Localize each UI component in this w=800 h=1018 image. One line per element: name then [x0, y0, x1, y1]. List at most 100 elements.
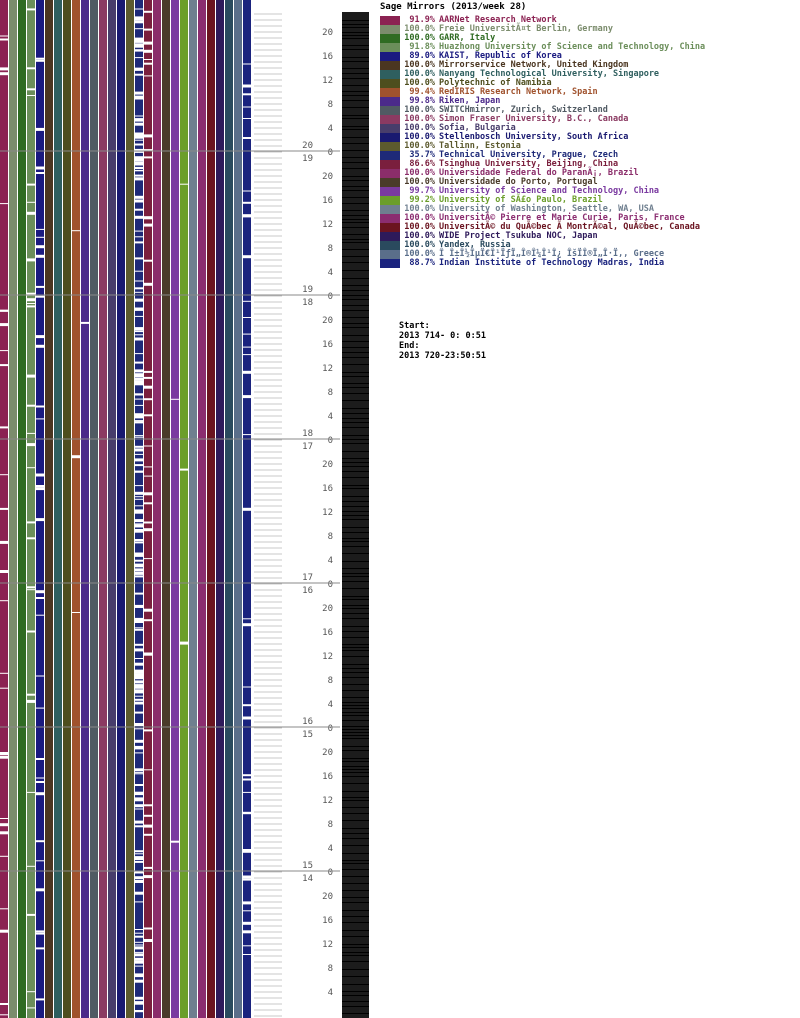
availability-summary-tick — [342, 49, 369, 50]
hour-tick-label: 0 — [328, 724, 333, 734]
availability-summary-tick — [342, 644, 369, 645]
outage-cell — [135, 436, 143, 438]
availability-summary-tick — [342, 515, 369, 516]
outage-cell — [135, 891, 143, 895]
availability-summary-tick — [342, 278, 369, 279]
mirror-column — [162, 0, 170, 1018]
outage-cell — [243, 778, 251, 781]
outage-cell — [36, 947, 44, 950]
hour-tick-label: 8 — [328, 676, 333, 686]
availability-summary-tick — [342, 162, 369, 163]
uptime-cell — [36, 8, 44, 1018]
availability-summary-tick — [342, 930, 369, 931]
outage-cell — [135, 524, 143, 528]
hour-tick-label: 20 — [322, 172, 333, 182]
hour-tick-label: 12 — [322, 76, 333, 86]
availability-summary-tick — [342, 738, 369, 739]
outage-cell — [144, 282, 152, 286]
legend-item: 91.9%AARNet Research Network — [380, 15, 557, 25]
outage-cell — [135, 695, 143, 697]
uptime-heatmap-chart: 2016128402019201612840191820161284018172… — [0, 0, 369, 1018]
availability-summary-tick — [342, 568, 369, 569]
outage-cell — [0, 72, 8, 76]
availability-summary-tick — [342, 833, 369, 834]
uptime-cell — [144, 8, 152, 1018]
outage-cell — [135, 979, 143, 983]
outage-cell — [135, 453, 143, 455]
outage-cell — [135, 944, 143, 946]
legend-item: 100.0%Freie UniversitÃ¤t Berlin, Germany — [380, 25, 613, 34]
availability-summary-tick — [342, 176, 369, 177]
outage-cell — [0, 1003, 8, 1005]
uptime-cell — [225, 8, 233, 1018]
availability-summary-tick — [342, 1001, 369, 1002]
outage-cell — [0, 818, 8, 819]
availability-summary-tick — [342, 684, 369, 685]
column-header-cell — [198, 0, 206, 8]
outage-cell — [135, 673, 143, 677]
outage-cell — [135, 530, 143, 533]
outage-cell — [243, 910, 251, 912]
outage-cell — [27, 693, 35, 696]
availability-summary-tick — [342, 458, 369, 459]
outage-cell — [135, 353, 143, 355]
outage-cell — [135, 617, 143, 621]
availability-summary-tick — [342, 234, 369, 235]
outage-cell — [144, 370, 152, 373]
availability-summary-tick — [342, 1006, 369, 1007]
outage-cell — [36, 254, 44, 258]
availability-summary-tick — [342, 647, 369, 648]
outage-cell — [0, 507, 8, 510]
availability-summary-tick — [342, 35, 369, 36]
time-period: Start: 2013 714- 0: 0:51 End: 2013 720-2… — [399, 321, 486, 361]
outage-cell — [36, 295, 44, 298]
outage-cell — [135, 747, 143, 749]
availability-summary-tick — [342, 186, 369, 187]
availability-summary-tick — [342, 249, 369, 250]
outage-cell — [36, 57, 44, 60]
outage-cell — [243, 774, 251, 777]
outage-cell — [0, 755, 8, 759]
legend-uptime: 100.0% — [404, 69, 435, 79]
outage-cell — [135, 383, 143, 386]
outage-cell — [135, 685, 143, 688]
availability-summary-tick — [342, 807, 369, 808]
availability-summary-tick — [342, 61, 369, 62]
legend-swatch — [380, 259, 400, 268]
outage-cell — [135, 559, 143, 562]
outage-cell — [135, 50, 143, 52]
availability-summary-tick — [342, 936, 369, 937]
availability-summary-tick — [342, 746, 369, 747]
outage-cell — [135, 648, 143, 652]
outage-cell — [135, 711, 143, 714]
availability-summary-tick — [342, 408, 369, 409]
availability-summary-tick — [342, 776, 369, 777]
availability-summary-tick — [342, 400, 369, 401]
availability-summary-tick — [342, 527, 369, 528]
outage-cell — [0, 600, 8, 602]
outage-cell — [0, 1014, 8, 1016]
outage-cell — [135, 161, 143, 164]
outage-cell — [135, 416, 143, 419]
outage-cell — [72, 612, 80, 613]
hour-tick-label: 12 — [322, 364, 333, 374]
outage-cell — [135, 208, 143, 211]
outage-cell — [135, 541, 143, 544]
legend-uptime: 91.9% — [409, 15, 435, 25]
outage-cell — [135, 568, 143, 572]
column-header-cell — [45, 0, 53, 8]
outage-cell — [135, 941, 143, 943]
outage-cell — [72, 455, 80, 459]
availability-summary-tick — [342, 24, 369, 25]
outage-cell — [144, 223, 152, 227]
outage-cell — [135, 404, 143, 406]
outage-cell — [135, 604, 143, 608]
availability-summary-tick — [342, 511, 369, 512]
outage-cell — [135, 791, 143, 793]
legend-item: 100.0%SWITCHmirror, Zurich, Switzerland — [380, 106, 608, 115]
outage-cell — [36, 707, 44, 709]
outage-cell — [36, 998, 44, 1001]
hour-tick-label: 20 — [322, 604, 333, 614]
outage-cell — [144, 939, 152, 942]
availability-summary-tick — [342, 285, 369, 286]
